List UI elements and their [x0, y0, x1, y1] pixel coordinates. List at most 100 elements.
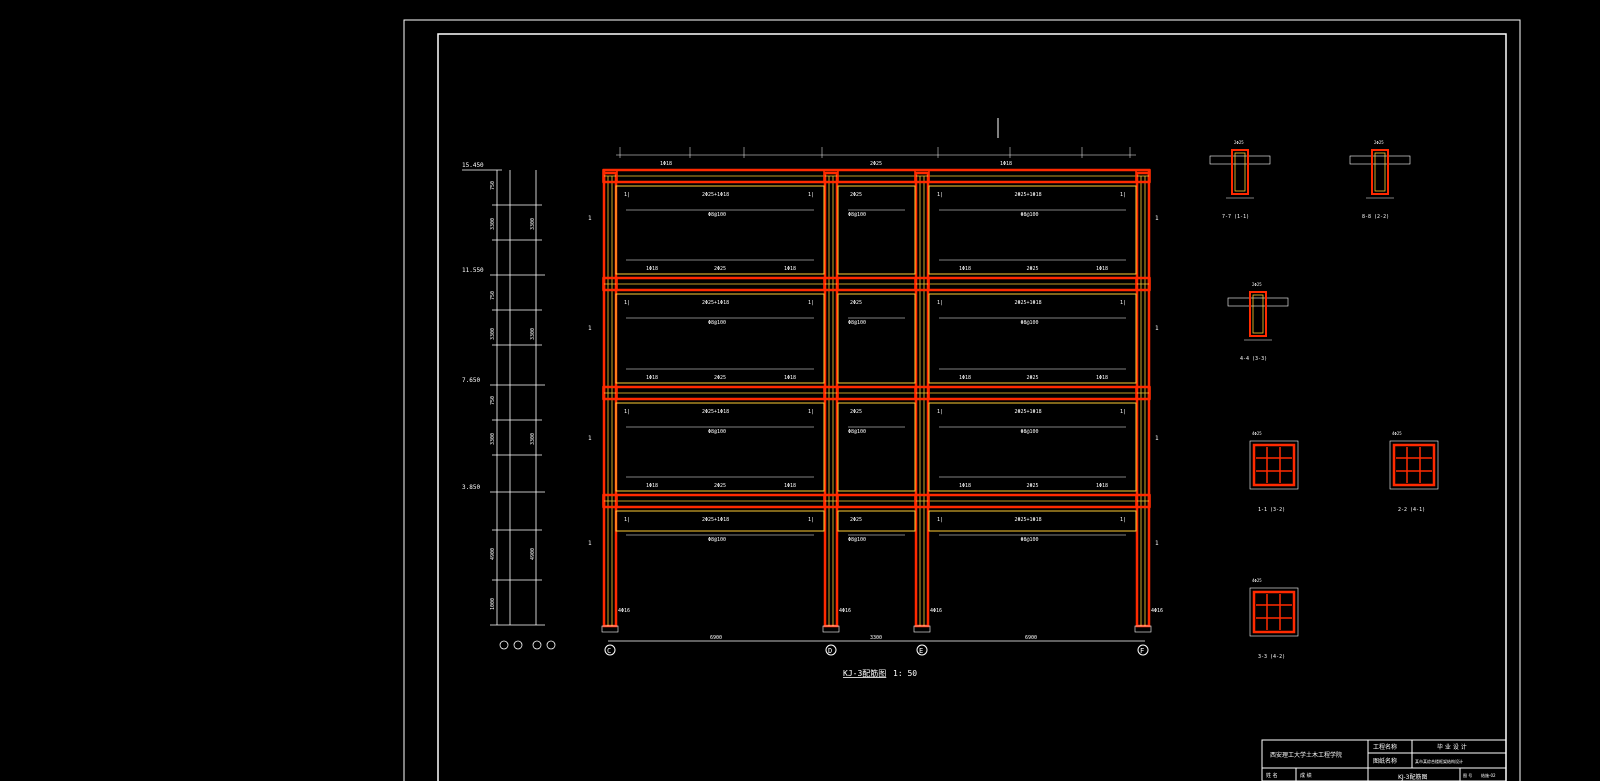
title-block-design-label: 工程名称 — [1373, 743, 1397, 751]
grid-axis-group: C D E F 6900 3300 6900 — [604, 635, 1149, 656]
beam-column-joint — [602, 169, 618, 183]
left-dim-text: 3300 — [530, 433, 536, 445]
column-base — [822, 625, 840, 633]
column-section-outline — [1249, 587, 1299, 637]
section-label: 1-1 (3-2) — [1258, 507, 1285, 513]
beam-short-bar-label: 2Φ25 — [850, 192, 862, 198]
left-dimension-chains — [462, 169, 545, 626]
left-dim-text: 3300 — [490, 218, 496, 230]
beam-short-bar-label: 2Φ25 — [850, 517, 862, 523]
beam-column-joint — [1135, 386, 1151, 400]
title-block-score-row: 成 绩 — [1300, 772, 1312, 779]
beam-column-joint — [602, 386, 618, 400]
beam-column-joint — [914, 169, 930, 183]
section-mark-label: 1| — [808, 517, 814, 523]
grid-span-label: 6900 — [1025, 635, 1037, 641]
beam-rebar-cage — [615, 185, 825, 275]
title-block-design: 毕 业 设 计 — [1437, 743, 1467, 751]
column-bar-label: 4Φ16 — [839, 608, 851, 614]
column-base — [913, 625, 931, 633]
beam-top-bar-label: 1Φ18 — [959, 266, 971, 272]
top-bar-label: 1Φ18 — [1000, 161, 1012, 167]
top-bar-label: 1Φ18 — [660, 161, 672, 167]
beam-short-bar-label: 2Φ25 — [714, 266, 726, 272]
section-label: 3-3 (4-2) — [1258, 654, 1285, 660]
section-flange — [1349, 155, 1411, 165]
beam-main-bar-label: 2Φ25+1Φ18 — [1015, 409, 1042, 415]
section-stirrup — [1252, 294, 1264, 334]
section-mark-label: 1| — [937, 409, 943, 415]
section-flange — [1209, 155, 1271, 165]
title-block-drawing-label: 图纸名称 — [1373, 757, 1397, 765]
beam-stirrup-label: Φ8@100 — [848, 212, 866, 218]
beam-main-bar-label: 2Φ25+1Φ18 — [702, 409, 729, 415]
title-block-school: 西安理工大学土木工程学院 — [1270, 751, 1342, 759]
beam-top-bar-label: 1Φ18 — [784, 483, 796, 489]
section-dim-text: 2Φ25 — [1252, 282, 1262, 287]
section-dim-text: 2Φ25 — [1374, 140, 1384, 145]
sheet-inner-border — [437, 33, 1507, 781]
section-mark-label: 1| — [624, 192, 630, 198]
beam-stirrup-label: Φ8@100 — [708, 537, 726, 543]
beam-rebar-cage — [615, 293, 825, 384]
left-dim-text: 3300 — [490, 328, 496, 340]
beam-column-joint — [602, 494, 618, 508]
left-dim-text: 3300 — [530, 328, 536, 340]
column-bar-label: 4Φ16 — [930, 608, 942, 614]
beam-top-bar-label: 1Φ18 — [1096, 266, 1108, 272]
section-mark-label: 1| — [808, 192, 814, 198]
beam-short-bar-label: 2Φ25 — [1027, 375, 1039, 381]
beam-top-bar-label: 1Φ18 — [784, 375, 796, 381]
beam-stirrup-label: Φ8@100 — [708, 429, 726, 435]
side-section-tick: 1 — [1155, 325, 1159, 332]
beam-main-bar-label: 2Φ25+1Φ18 — [1015, 192, 1042, 198]
left-dim-text-group: 750 3300 750 3300 750 3300 4900 1000 330… — [490, 181, 536, 610]
side-section-tick: 1 — [588, 215, 592, 222]
beam-short-bar-label: 2Φ25 — [714, 375, 726, 381]
title-block: 西安理工大学土木工程学院 工程名称 毕 业 设 计 图纸名称 某市某综合楼框架结… — [1261, 739, 1507, 781]
beam-top-bar-label: 1Φ18 — [959, 483, 971, 489]
drawing-caption: KJ-3配筋图 1: 50 — [843, 668, 917, 678]
beam-column-joint — [1135, 169, 1151, 183]
column-section-outline — [1389, 440, 1439, 490]
beam-column-joint — [823, 277, 839, 291]
beam-column-joint — [1135, 277, 1151, 291]
column-section — [1252, 590, 1296, 634]
beam-stirrup-label: Φ8@100 — [1021, 212, 1039, 218]
grid-bubble — [604, 644, 616, 656]
beam-main-bar-label: 2Φ25+1Φ18 — [702, 192, 729, 198]
beam-main-bar-label: 2Φ25+1Φ18 — [1015, 300, 1042, 306]
beam-rebar-cage — [928, 510, 1137, 532]
left-dim-text: 4900 — [530, 548, 536, 560]
column-base — [601, 625, 619, 633]
left-dim-text: 750 — [490, 291, 496, 300]
beam-top-bar-label: 1Φ18 — [646, 483, 658, 489]
beam-column-joint — [823, 169, 839, 183]
beam-stirrup-label: Φ8@100 — [708, 212, 726, 218]
side-section-tick: 1 — [1155, 435, 1159, 442]
beam-column-joint — [914, 386, 930, 400]
beam-short-bar-label: 2Φ25 — [714, 483, 726, 489]
beam-main-bar-label: 2Φ25+1Φ18 — [1015, 517, 1042, 523]
beam-rebar-cage — [837, 293, 916, 384]
beam-top-bar-label: 1Φ18 — [1096, 375, 1108, 381]
beam-short-bar-label: 2Φ25 — [1027, 266, 1039, 272]
left-dim-text: 4900 — [490, 548, 496, 560]
left-dim-text: 3300 — [530, 218, 536, 230]
title-block-drawing-name: KJ-3配筋图 — [1398, 773, 1427, 781]
title-block-sheet-no: 结施-02 — [1481, 772, 1496, 778]
section-mark-label: 1| — [1120, 192, 1126, 198]
section-mark-label: 1| — [937, 300, 943, 306]
level-mark: 3.850 — [462, 484, 480, 491]
section-mark-label: 1| — [1120, 409, 1126, 415]
section-flange — [1227, 297, 1289, 307]
beam-rebar-cage — [615, 510, 825, 532]
beam-short-bar-label: 2Φ25 — [1027, 483, 1039, 489]
beam-top-bar-label: 1Φ18 — [646, 375, 658, 381]
beam-top-bar-label: 1Φ18 — [959, 375, 971, 381]
section-mark-label: 1| — [808, 409, 814, 415]
column-base — [1134, 625, 1152, 633]
grid-bubble — [916, 644, 928, 656]
